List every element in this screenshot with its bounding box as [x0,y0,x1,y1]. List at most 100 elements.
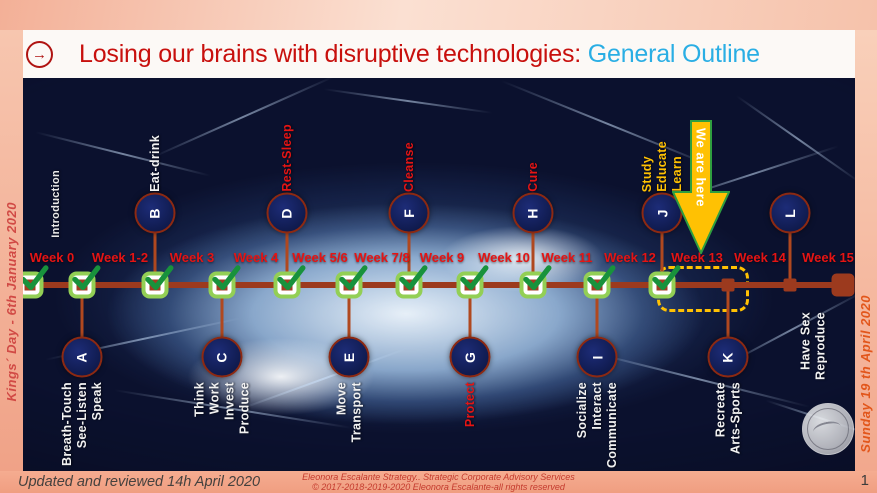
milestone-label-line: Move [334,382,349,416]
we-are-here-arrow: We are here [671,120,731,256]
milestone-circle: K [707,336,749,378]
milestone-label-line: Cleanse [402,141,416,192]
checkbox-icon [335,265,368,299]
connector-line [285,231,289,285]
page-number: 1 [860,472,869,489]
milestone-circle: E [328,336,370,378]
arrow-glyph: → [32,45,47,63]
checkbox-icon [648,265,681,299]
title-main: Losing our brains with disruptive techno… [79,39,588,68]
arrow-circle-icon: → [26,40,53,68]
watermark-seal [802,403,854,455]
connector-line [726,285,730,339]
week-label: Week 14 [734,250,786,265]
connector-line [660,231,664,285]
we-are-here-text: We are here [693,128,709,207]
milestone-letter: J [653,209,670,217]
milestone-letter: B [147,207,163,219]
milestone-letter: A [74,351,90,363]
connector-line [788,231,792,285]
connector-line [468,285,472,339]
milestone-letter: C [214,351,230,363]
milestone-circle: H [512,192,554,234]
week-label: Week 3 [169,250,215,265]
week-label: Week 13 [671,250,723,265]
checkbox-icon [208,265,241,299]
milestone-letter: D [279,207,295,219]
page-title: Losing our brains with disruptive techno… [79,40,760,69]
extra-label-line: Reproduce [813,312,828,380]
introduction-text: Introduction [50,170,62,238]
milestone-circle: L [769,192,811,234]
timeline-end-node [831,273,855,297]
week-label: Week 7/8 [354,250,410,265]
footer-updated-text: Updated and reviewed 14h April 2020 [18,474,261,490]
footer-copyright: Eleonora Escalante Strategy.. Strategic … [302,472,575,493]
week-label: Week 9 [419,250,465,265]
milestone-letter: G [461,351,478,363]
milestone-label-line: Arts-Sports [728,382,743,455]
left-sidebar: Kings´ Day - 6th January 2020 [0,30,23,471]
footer: Updated and reviewed 14h April 2020 Eleo… [0,471,877,493]
timeline-node [721,278,735,292]
connector-line [531,231,535,285]
milestone-label-line: Work [207,382,222,415]
title-band: → Losing our brains with disruptive tech… [23,30,855,78]
milestone-label-line: Socialize [575,382,589,439]
timeline-node [783,278,797,292]
lightning-streak [586,350,810,408]
milestone-label: Rest-Sleep [280,124,294,192]
lightning-streak [151,78,335,159]
introduction-label: Introduction [50,170,62,243]
milestone-label: Cure [526,162,540,192]
checkbox-icon [583,265,616,299]
milestone-label: Cleanse [402,142,416,192]
lightning-streak [323,88,493,114]
week-label: Week 1-2 [91,250,149,265]
left-sidebar-date: Kings´ Day - 6th January 2020 [4,201,19,401]
milestone-label-line: Speak [90,382,104,421]
milestone-circle: I [576,336,618,378]
milestone-label-line: Produce [237,382,252,435]
milestone-letter: I [588,355,605,359]
week-label: Week 0 [29,250,75,265]
milestone-circle: G [449,336,491,378]
week-label: Week 5/6 [292,250,348,265]
connector-line [153,231,157,285]
milestone-label-line: Eat-drink [148,135,162,192]
milestone-label-line: See-Listen [75,382,89,449]
milestone-circle: B [134,192,176,234]
checkbox-icon [23,265,49,299]
milestone-letter: L [782,208,798,218]
down-arrow-icon [671,120,731,256]
extra-label-line: Have Sex [798,312,813,370]
milestone-label-line: Cure [526,162,540,192]
milestone-label-line: Transport [349,382,364,443]
milestone-label-line: Educate [655,141,669,192]
connector-line [80,285,84,339]
week-label: Week 10 [478,250,530,265]
milestone-label: Protect [463,382,477,427]
milestone-label: Eat-drink [148,135,162,192]
milestone-circle: D [266,192,308,234]
milestone-label-line: Study [640,155,654,192]
milestone-letter: K [720,351,736,363]
milestone-label-line: Rest-Sleep [280,124,294,192]
milestone-label-line: Invest [222,382,237,420]
checkbox-icon [456,265,489,299]
milestone-circle: F [388,192,430,234]
milestone-label-line: Think [192,382,207,417]
checkbox-icon [395,265,428,299]
footer-org-line1: Eleonora Escalante Strategy.. Strategic … [302,472,575,482]
timeline-bar [28,282,848,288]
connector-line [595,285,599,339]
milestone-circle: A [61,336,103,378]
